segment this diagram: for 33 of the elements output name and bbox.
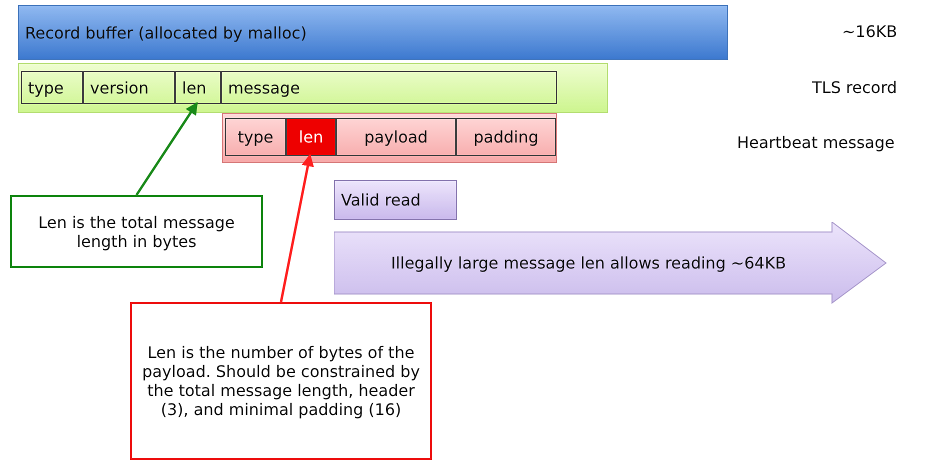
read-arrow — [334, 222, 887, 304]
field-cell — [456, 118, 556, 156]
arrow — [280, 154, 314, 302]
field-cell — [336, 118, 456, 156]
record-band — [18, 63, 608, 113]
message-band — [222, 113, 557, 163]
field-cell — [21, 71, 83, 104]
callout-box — [130, 302, 432, 460]
node-text: Record buffer (allocated by malloc) — [25, 23, 307, 42]
node-text: Valid read — [341, 190, 421, 210]
field-name: type — [28, 78, 64, 97]
row-label: ~16KB — [842, 22, 898, 41]
node-text: Len is the total message length in bytes — [38, 212, 235, 250]
arrow-text: Illegally large message len allows reading ~64KB — [390, 254, 786, 272]
field-cell — [225, 118, 286, 156]
callout-box — [10, 195, 263, 268]
field-name: payload — [364, 128, 428, 146]
read-box — [334, 180, 457, 220]
field-name: version — [90, 78, 149, 97]
field-name: padding — [473, 128, 538, 146]
field-name: len — [298, 128, 324, 146]
arrow — [135, 102, 198, 196]
field-name: message — [228, 78, 300, 97]
field-name: len — [182, 78, 206, 97]
row-label: Heartbeat message — [737, 133, 895, 152]
field-cell — [221, 71, 557, 104]
field-cell — [286, 118, 336, 156]
field-name: type — [238, 128, 274, 146]
buffer-bar — [18, 5, 728, 60]
row-label: TLS record — [812, 78, 898, 97]
node-text: Len is the number of bytes of the payload. Should be constrained by the total message length, header (3), and minimal padding (16) — [142, 343, 420, 419]
field-cell — [83, 71, 175, 104]
field-cell — [175, 71, 221, 104]
